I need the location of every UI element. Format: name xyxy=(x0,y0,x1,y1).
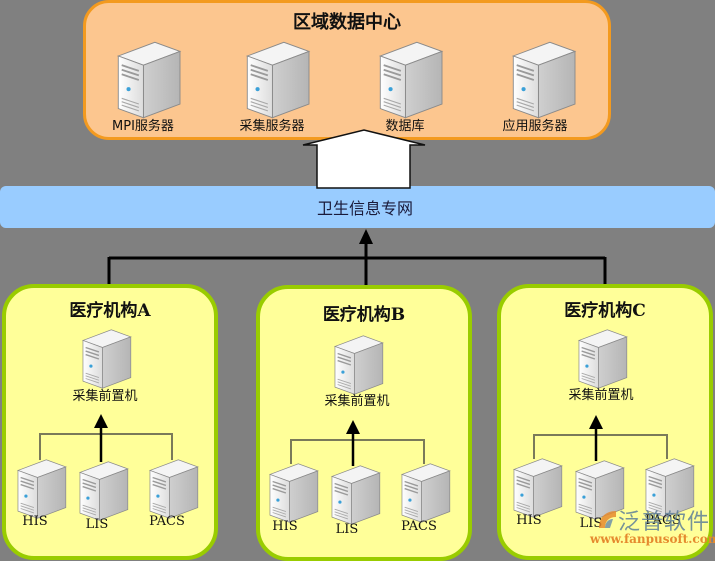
network-label: 卫生信息专网 xyxy=(316,199,413,218)
institution-b-title: 医疗机构B xyxy=(322,305,406,325)
institution-a-title: 医疗机构A xyxy=(69,301,151,321)
network-band xyxy=(0,186,715,228)
system-label-pacs-b: PACS xyxy=(401,519,437,534)
server-label-mpi: MPI服务器 xyxy=(112,119,174,134)
watermark-brand: 泛普软件 xyxy=(618,510,711,535)
pacs-server-icon xyxy=(149,459,199,519)
gateway-server-icon xyxy=(82,329,132,389)
watermark-url: www.fanpusoft.com xyxy=(590,532,715,546)
gateway-server-icon xyxy=(578,329,628,389)
gateway-server-icon xyxy=(334,335,384,395)
system-label-his-b: HIS xyxy=(272,519,298,534)
server-label-database: 数据库 xyxy=(385,119,425,134)
his-server-icon xyxy=(269,463,319,523)
network-connector xyxy=(107,244,607,286)
system-label-his-a: HIS xyxy=(22,514,48,529)
gateway-label-b: 采集前置机 xyxy=(324,394,390,409)
lis-server-icon xyxy=(331,465,381,525)
inst-a-arrow-icon xyxy=(94,414,108,428)
gateway-label-a: 采集前置机 xyxy=(72,389,138,404)
system-label-lis-a: LIS xyxy=(85,517,109,532)
institution-c-title: 医疗机构C xyxy=(564,301,646,321)
inst-c-tree xyxy=(533,434,668,459)
inst-b-arrow-icon xyxy=(346,420,360,434)
his-server-icon xyxy=(513,458,563,518)
server-label-collect: 采集服务器 xyxy=(239,119,305,134)
system-label-lis-c: LIS xyxy=(579,516,603,531)
lis-server-icon xyxy=(79,461,129,521)
system-label-his-c: HIS xyxy=(516,513,542,528)
system-label-pacs-a: PACS xyxy=(149,514,185,529)
system-label-lis-b: LIS xyxy=(335,522,359,537)
uplink-arrow-icon xyxy=(302,129,426,189)
inst-c-arrow-icon xyxy=(589,415,603,429)
network-arrow-head-icon xyxy=(359,229,373,244)
gateway-label-c: 采集前置机 xyxy=(568,388,634,403)
watermark-logo-icon xyxy=(599,511,616,528)
system-label-pacs-c: PACS xyxy=(645,513,681,528)
inst-a-tree xyxy=(39,433,173,460)
data-center-title: 区域数据中心 xyxy=(293,12,401,33)
server-label-app: 应用服务器 xyxy=(502,119,568,134)
pacs-server-icon xyxy=(401,463,451,523)
his-server-icon xyxy=(17,459,67,519)
inst-b-tree xyxy=(290,439,425,464)
